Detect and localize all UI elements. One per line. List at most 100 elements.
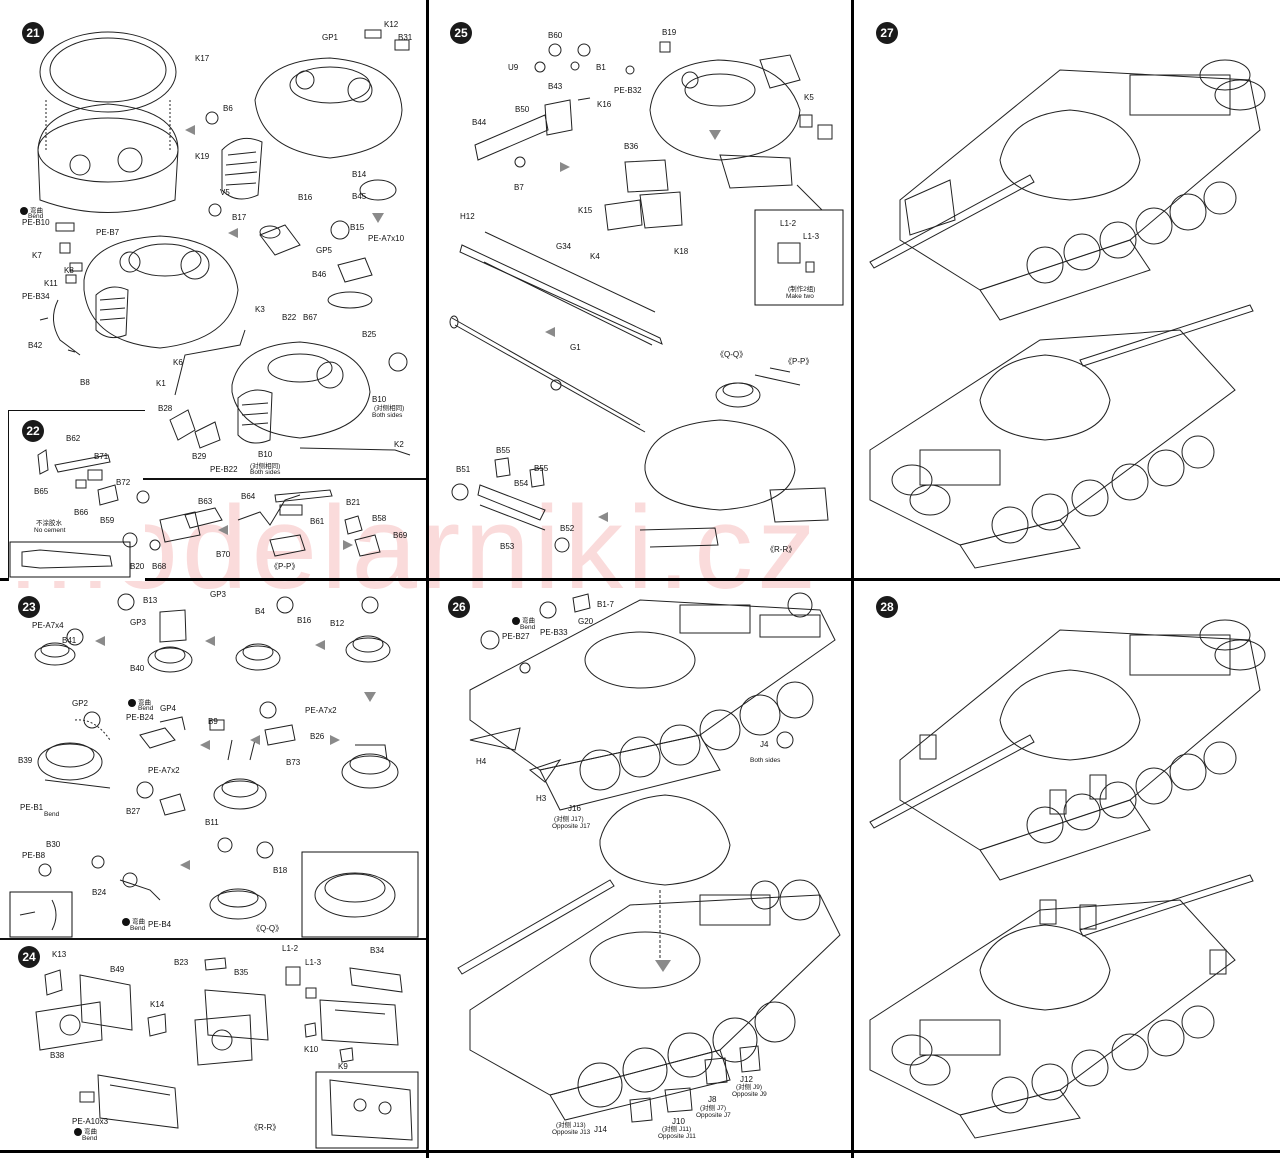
part-label: B40 xyxy=(130,664,145,673)
part-label: K11 xyxy=(44,279,58,288)
divider-row-left xyxy=(0,578,426,581)
part-label: K19 xyxy=(195,152,210,161)
part-label: J12 xyxy=(740,1075,753,1084)
part-label: B10 xyxy=(258,450,273,459)
part-label: B59 xyxy=(100,516,115,525)
opposite-note: Opposite J13 xyxy=(552,1129,591,1136)
part-label: K13 xyxy=(52,950,67,959)
opposite-note: Opposite J9 xyxy=(732,1091,767,1098)
part-label: PE-B27 xyxy=(502,632,530,641)
opposite-cn: (对侧 J11) xyxy=(662,1126,692,1133)
part-label: GP5 xyxy=(316,246,333,255)
both-sides-note: Both sides xyxy=(372,412,403,419)
view-label: 《P-P》 xyxy=(784,357,814,366)
part-label: PE-B1 xyxy=(20,803,44,812)
part-label: B12 xyxy=(330,619,345,628)
part-label: K14 xyxy=(150,1000,165,1009)
divider-left xyxy=(426,0,429,1158)
part-label: B13 xyxy=(143,596,158,605)
bend-note: Bend xyxy=(28,213,44,220)
part-label: K18 xyxy=(674,247,689,256)
part-label: B34 xyxy=(370,946,385,955)
bend-note: 弯曲 xyxy=(122,918,145,926)
part-label: B62 xyxy=(66,434,81,443)
view-label: 《Q-Q》 xyxy=(716,350,748,359)
part-label: PE-B7 xyxy=(96,228,120,237)
part-label: B55 xyxy=(534,464,549,473)
divider-row-mid xyxy=(429,578,851,581)
part-label: B9 xyxy=(208,717,218,726)
part-label: B25 xyxy=(362,330,377,339)
step-number: 23 xyxy=(18,596,40,618)
part-label: PE-B32 xyxy=(614,86,642,95)
step-number: 24 xyxy=(18,946,40,968)
bend-note: Bend xyxy=(130,925,146,932)
no-cement-cn: 不涂胶水 xyxy=(36,520,62,527)
part-label: B41 xyxy=(62,636,77,645)
part-label: GP1 xyxy=(322,33,339,42)
step-number: 25 xyxy=(450,22,472,44)
part-label: B26 xyxy=(310,732,325,741)
opposite-cn: (对侧 J13) xyxy=(556,1122,586,1129)
part-label: B52 xyxy=(560,524,575,533)
part-label: PE-A7x10 xyxy=(368,234,405,243)
step-number: 21 xyxy=(22,22,44,44)
bend-note: 弯曲 xyxy=(128,699,151,707)
part-label: GP3 xyxy=(130,618,147,627)
part-label: B50 xyxy=(515,105,530,114)
part-label: K16 xyxy=(597,100,612,109)
part-label: B11 xyxy=(205,818,219,827)
part-label: B39 xyxy=(18,756,33,765)
step-24-separator xyxy=(0,938,426,940)
part-label: B67 xyxy=(303,313,318,322)
part-label: B1 xyxy=(596,63,606,72)
mg-mount-illustration xyxy=(9,449,381,578)
stowage-box-illustration xyxy=(35,957,419,1149)
part-label: K7 xyxy=(32,251,42,260)
part-label: B16 xyxy=(298,193,313,202)
part-label: B72 xyxy=(116,478,131,487)
part-label: PE-B24 xyxy=(126,713,154,722)
part-label: K12 xyxy=(384,20,399,29)
part-label: B51 xyxy=(456,465,471,474)
part-label: B63 xyxy=(198,497,213,506)
make-two-note: Make two xyxy=(786,293,814,300)
part-label: PE-B4 xyxy=(148,920,172,929)
bend-icon xyxy=(512,617,520,625)
part-label: B1-7 xyxy=(597,600,614,609)
part-label: K3 xyxy=(255,305,265,314)
part-label: GP2 xyxy=(72,699,89,708)
part-label: B27 xyxy=(126,807,141,816)
part-label: PE-B8 xyxy=(22,851,46,860)
part-label: B68 xyxy=(152,562,167,571)
bend-note: Bend xyxy=(520,624,536,631)
gun-barrel-illustration xyxy=(449,41,844,553)
step-number: 22 xyxy=(22,420,44,442)
part-label: B44 xyxy=(472,118,487,127)
part-label: B8 xyxy=(80,378,90,387)
bend-note: Bend xyxy=(138,705,154,712)
part-label: B58 xyxy=(372,514,387,523)
bend-note: Bend xyxy=(44,811,60,818)
divider-row-right xyxy=(854,578,1280,581)
opposite-cn: (对侧 J7) xyxy=(700,1105,726,1112)
part-label: B55 xyxy=(496,446,511,455)
part-label: J16 xyxy=(568,804,581,813)
bend-icon xyxy=(122,918,130,926)
part-label: H12 xyxy=(460,212,475,221)
part-label: B31 xyxy=(398,33,413,42)
part-label: B65 xyxy=(34,487,49,496)
part-label: B30 xyxy=(46,840,61,849)
part-label: PE-A7x2 xyxy=(148,766,180,775)
part-label: G20 xyxy=(578,617,594,626)
part-label: V5 xyxy=(220,188,230,197)
bend-icon xyxy=(74,1128,82,1136)
bend-note: 弯曲 xyxy=(512,617,535,625)
part-label: B36 xyxy=(624,142,639,151)
view-label: 《P-P》 xyxy=(270,562,300,571)
part-label: PE-B10 xyxy=(22,218,50,227)
opposite-note: Opposite J7 xyxy=(696,1112,731,1119)
part-label: B49 xyxy=(110,965,125,974)
part-label: PE-A7x4 xyxy=(32,621,64,630)
